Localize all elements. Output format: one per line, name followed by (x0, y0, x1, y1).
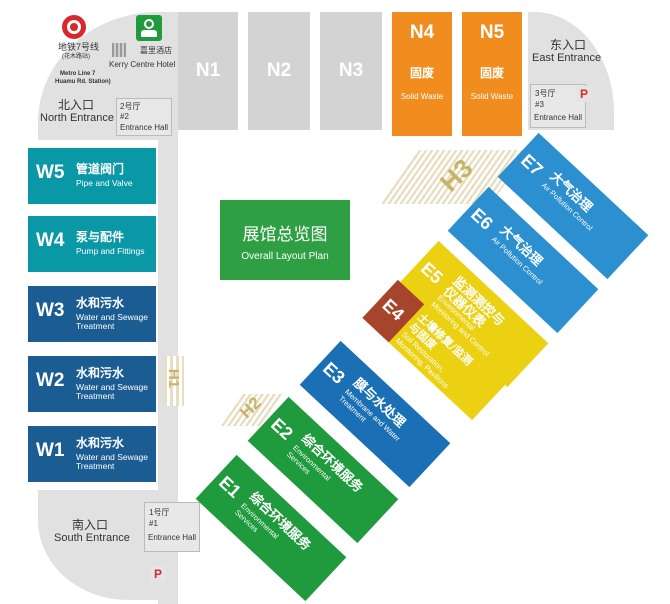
hall-w4-code: W4 (36, 230, 65, 251)
north-entrance-en: North Entrance (40, 112, 114, 124)
hall-n3[interactable]: N3 (320, 12, 382, 130)
hall-n4-cn: 固废 (409, 66, 434, 80)
north-entrance-cn: 北入口 (58, 98, 95, 112)
hall-e7-code: E7 (517, 150, 547, 180)
hall-n1[interactable]: N1 (178, 12, 238, 130)
hall-n5-en: Solid Waste (470, 92, 514, 101)
hall-w5[interactable]: W5 管道阀门 Pipe and Valve (28, 148, 156, 204)
hall-e5-code: E5 (417, 258, 447, 288)
entrance-hall-1: 1号厅 #1 Entrance Hall (144, 502, 200, 552)
hall-w5-code: W5 (36, 162, 65, 183)
hall-w2-code: W2 (36, 370, 65, 391)
map-title-box: 展馆总览图 Overall Layout Plan (220, 200, 350, 280)
map-title-cn: 展馆总览图 (242, 225, 328, 245)
entrance-hall-2-cn: 2号厅 (120, 102, 141, 111)
hall-w3-en-line2: Treatment (76, 321, 115, 331)
hall-w2[interactable]: W2 水和污水 Water and Sewage Treatment (28, 356, 156, 412)
hall-w3-code: W3 (36, 300, 65, 321)
hall-w5-cn: 管道阀门 (76, 162, 125, 176)
hall-w1-en-line2: Treatment (76, 461, 115, 471)
east-entrance-cn: 东入口 (550, 38, 587, 52)
entrance-hall-1-en: Entrance Hall (148, 533, 197, 542)
hall-e3-code: E3 (319, 358, 349, 388)
hall-n5[interactable]: N5 固废 Solid Waste (462, 12, 522, 136)
hotel-name-cn: 嘉里酒店 (140, 46, 172, 55)
hall-w2-en-line1: Water and Sewage (76, 382, 148, 392)
hall-n2[interactable]: N2 (248, 12, 310, 130)
map-title-en: Overall Layout Plan (241, 251, 329, 262)
hotel-building-icon (112, 43, 126, 57)
hotel-icon (136, 15, 162, 41)
entrance-hall-2-num: #2 (120, 112, 129, 121)
hall-w2-cn: 水和污水 (76, 366, 125, 380)
hall-w3-cn: 水和污水 (76, 296, 125, 310)
entrance-hall-3-en: Entrance Hall (534, 113, 583, 122)
hotel-name-en: Kerry Centre Hotel (109, 60, 176, 69)
hall-w4[interactable]: W4 泵与配件 Pump and Fittings (28, 216, 156, 272)
metro-line-cn: 地铁7号线 (58, 42, 100, 52)
hall-n5-cn: 固废 (479, 66, 504, 80)
entrance-hall-3-cn: 3号厅 (535, 89, 556, 98)
entrance-hall-2-en: Entrance Hall (120, 123, 169, 132)
hall-w3-en-line1: Water and Sewage (76, 312, 148, 322)
south-entrance-cn: 南入口 (72, 518, 109, 532)
hall-w1-cn: 水和污水 (76, 436, 125, 450)
entrance-hall-2: 2号厅 #2 Entrance Hall (116, 98, 172, 136)
hall-n1-code: N1 (195, 60, 221, 81)
entrance-hall-3-num: #3 (535, 100, 544, 109)
corridor-h1-label: H1 (165, 368, 183, 389)
hall-w4-cn: 泵与配件 (76, 230, 125, 244)
entrance-hall-1-cn: 1号厅 (149, 508, 170, 517)
hall-w1[interactable]: W1 水和污水 Water and Sewage Treatment (28, 426, 156, 482)
parking-south-icon: P (150, 566, 166, 582)
metro-station-cn: (花木路站) (62, 54, 90, 60)
metro-icon (62, 15, 86, 39)
hall-n4[interactable]: N4 固废 Solid Waste (392, 12, 452, 136)
hall-w1-en-line1: Water and Sewage (76, 452, 148, 462)
hall-n2-code: N2 (266, 60, 292, 81)
hall-e2-code: E2 (267, 414, 297, 444)
parking-east-icon: P (576, 86, 592, 102)
corridor-h1 (164, 356, 184, 406)
hall-e6-code: E6 (467, 204, 497, 234)
hall-n4-en: Solid Waste (400, 92, 444, 101)
east-entrance-en: East Entrance (532, 52, 602, 64)
metro-station-en: Huamu Rd. Station) (55, 79, 111, 85)
south-entrance-en: South Entrance (54, 532, 130, 544)
hall-w5-en: Pipe and Valve (76, 178, 133, 188)
metro-line-en: Metro Line 7 (60, 71, 96, 77)
hall-w3[interactable]: W3 水和污水 Water and Sewage Treatment (28, 286, 156, 342)
hall-n5-code: N5 (479, 22, 505, 43)
hall-e1-code: E1 (215, 472, 245, 502)
hall-n4-code: N4 (409, 22, 435, 43)
entrance-hall-1-num: #1 (149, 519, 158, 528)
hall-w2-en-line2: Treatment (76, 391, 115, 401)
hall-n3-code: N3 (338, 60, 364, 81)
hall-w1-code: W1 (36, 440, 65, 461)
hall-w4-en: Pump and Fittings (76, 246, 145, 256)
